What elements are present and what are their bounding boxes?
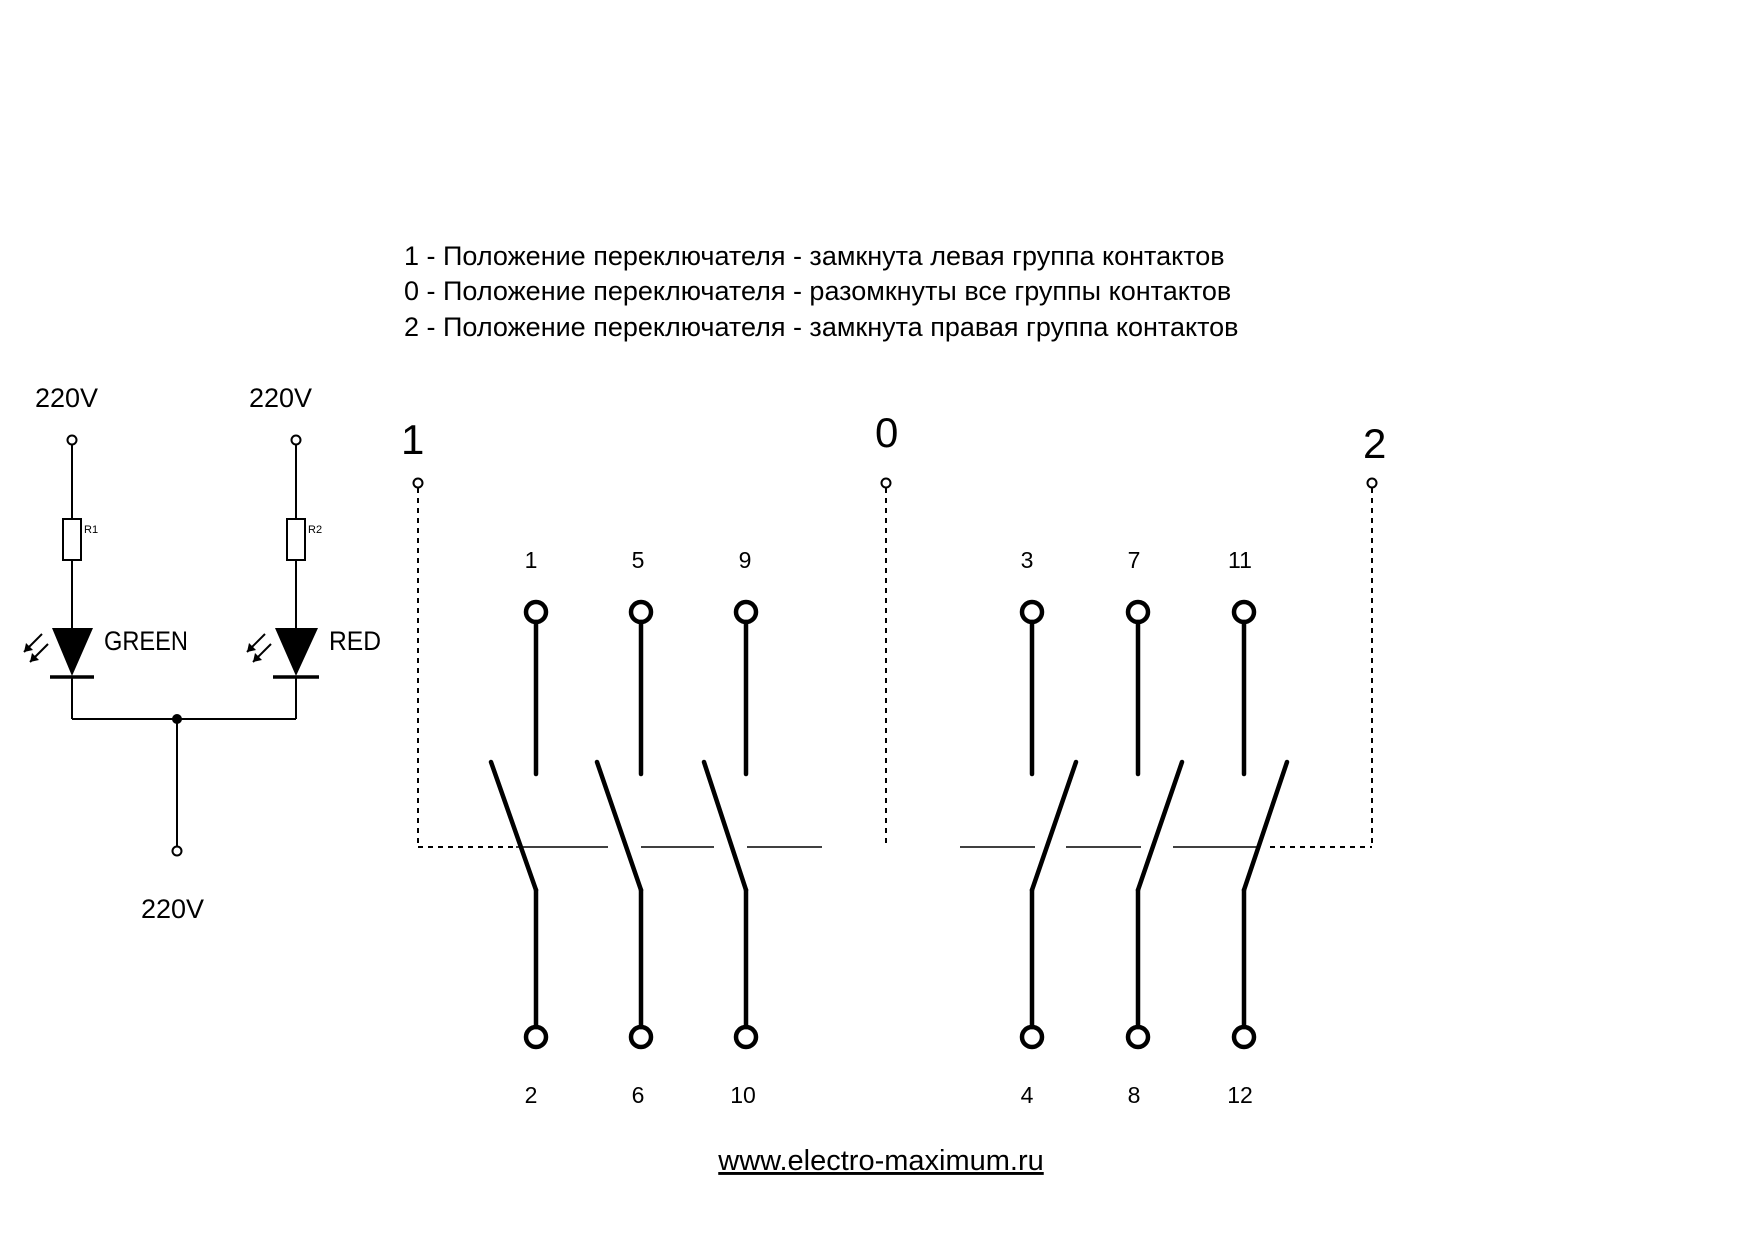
supply-terminal-left (66, 434, 78, 446)
position-marker-center (880, 477, 892, 489)
terminal-label-9: 9 (739, 547, 752, 573)
terminal-label-4: 4 (1021, 1082, 1034, 1108)
contact-group-right (1019, 599, 1290, 1050)
terminal-label-1: 1 (525, 547, 538, 573)
led-green-label: GREEN (104, 626, 188, 656)
resistor-r1-label: R1 (84, 524, 98, 536)
led-red-icon (246, 628, 319, 679)
indicator-circuit: 220V 220V R1 R2 GREEN (23, 383, 381, 924)
supply-label-right: 220V (249, 383, 312, 413)
terminal-label-11: 11 (1228, 547, 1252, 573)
supply-terminal-bottom (171, 845, 183, 857)
contact-group-left (488, 599, 759, 1050)
terminal-label-10: 10 (730, 1082, 756, 1108)
legend-line-2: 0 - Положение переключателя - разомкнуты… (404, 276, 1231, 306)
contact-9-10 (701, 599, 759, 1050)
legend-line-3: 2 - Положение переключателя - замкнута п… (404, 312, 1239, 342)
legend: 1 - Положение переключателя - замкнута л… (404, 241, 1239, 342)
position-label-center: 0 (875, 409, 898, 456)
position-marker-right (1366, 477, 1378, 489)
terminal-numbers-top: 1 5 9 3 7 11 (525, 547, 1252, 573)
resistor-r1 (62, 518, 82, 561)
contact-3-4 (1019, 599, 1079, 1050)
terminal-label-6: 6 (632, 1082, 645, 1108)
terminal-label-8: 8 (1128, 1082, 1141, 1108)
resistor-r2 (286, 518, 306, 561)
terminal-numbers-bottom: 2 6 10 4 8 12 (525, 1082, 1253, 1108)
terminal-label-5: 5 (632, 547, 645, 573)
position-marker-left (412, 477, 424, 489)
contact-11-12 (1231, 599, 1290, 1050)
position-label-right: 2 (1363, 420, 1386, 467)
led-green-icon (23, 628, 94, 679)
led-red-label: RED (329, 626, 381, 656)
supply-terminal-right (290, 434, 302, 446)
switch-positions: 1 0 2 (401, 409, 1386, 848)
footer-url-link[interactable]: www.electro-maximum.ru (717, 1145, 1044, 1177)
terminal-label-7: 7 (1128, 547, 1141, 573)
supply-label-left: 220V (35, 383, 98, 413)
terminal-label-2: 2 (525, 1082, 538, 1108)
terminal-label-12: 12 (1227, 1082, 1253, 1108)
terminal-label-3: 3 (1021, 547, 1034, 573)
contact-5-6 (594, 599, 654, 1050)
contact-1-2 (488, 599, 549, 1050)
legend-line-1: 1 - Положение переключателя - замкнута л… (404, 241, 1225, 271)
supply-label-bottom: 220V (141, 894, 204, 924)
contact-7-8 (1125, 599, 1185, 1050)
resistor-r2-label: R2 (308, 524, 322, 536)
position-label-left: 1 (401, 416, 424, 463)
